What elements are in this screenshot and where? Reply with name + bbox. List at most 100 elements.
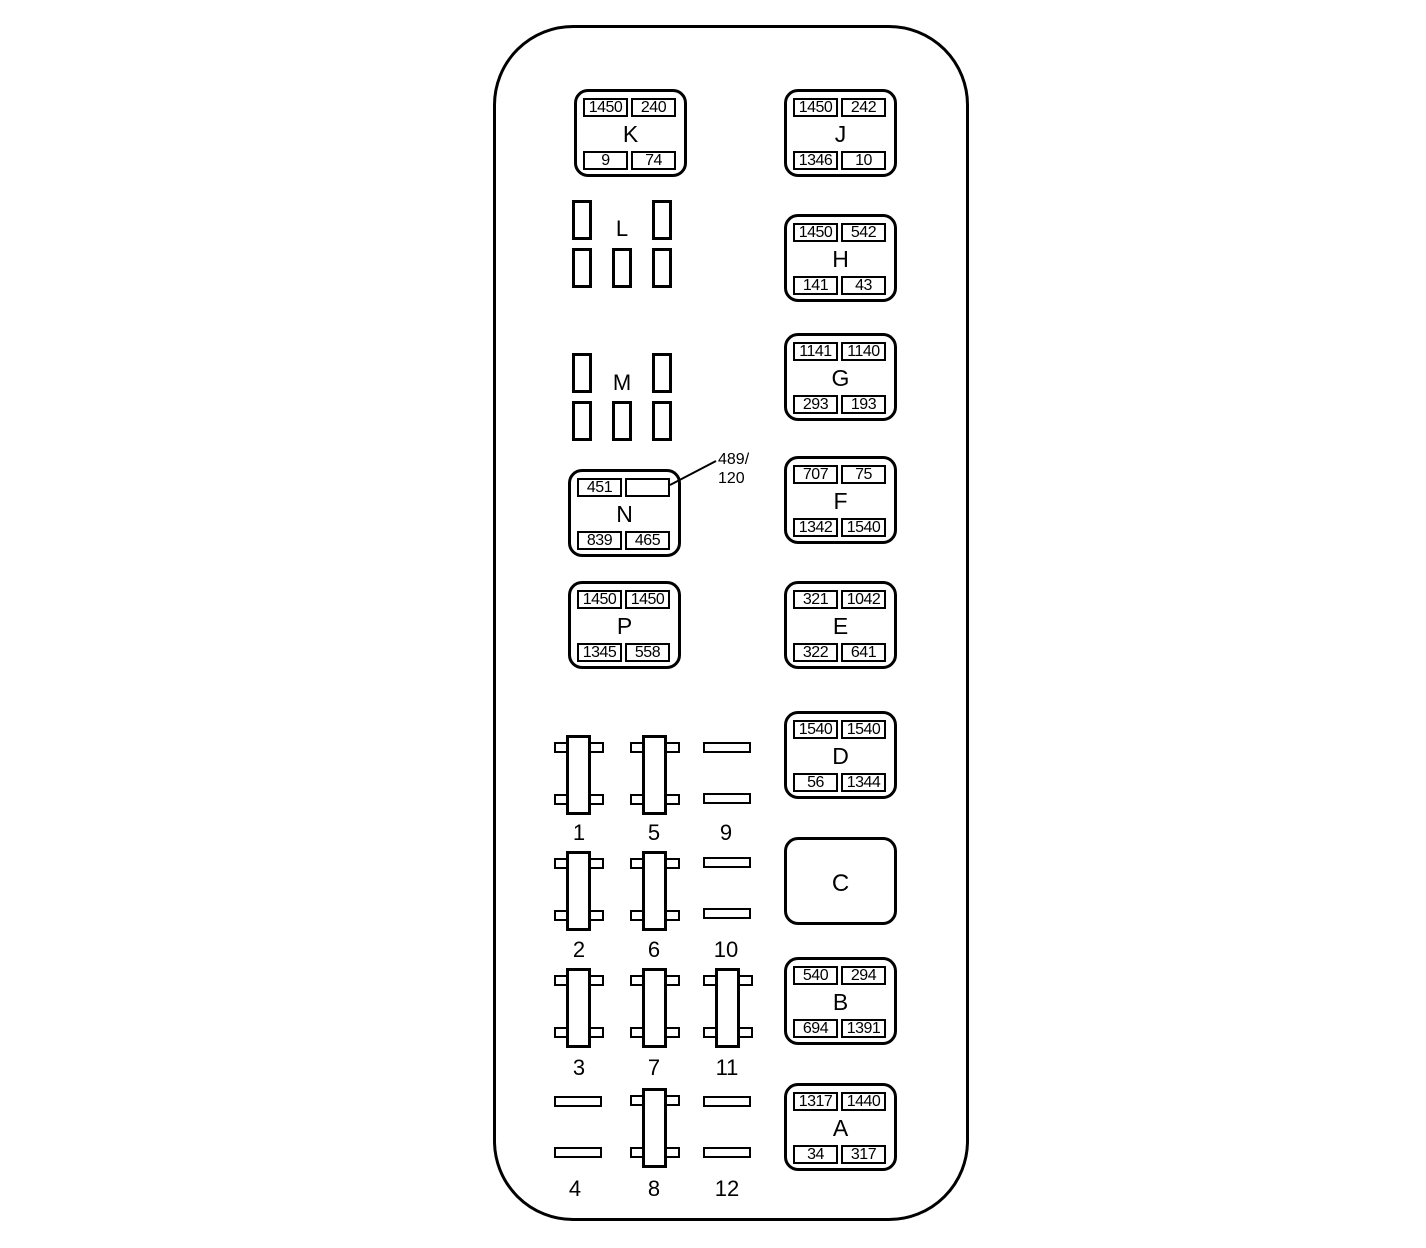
fuse-4-label: 4 [568, 1176, 582, 1201]
relay-g[interactable]: 1141 1140 G 293 193 [784, 333, 897, 421]
fuse-11[interactable] [703, 968, 753, 1048]
relay-h[interactable]: 1450 542 H 141 43 [784, 214, 897, 302]
relay-d-circuit-tr: 1540 [841, 720, 886, 739]
relay-n-circuit-bl: 839 [577, 531, 622, 550]
fuse-9-slot-bottom[interactable] [703, 793, 751, 804]
relay-b-circuit-bl: 694 [793, 1019, 838, 1038]
slot-l-2[interactable] [652, 200, 672, 240]
relay-f-label: F [833, 488, 848, 514]
fuse-8-label: 8 [647, 1176, 661, 1201]
relay-d-circuit-bl: 56 [793, 773, 838, 792]
relay-h-label: H [832, 246, 849, 272]
relay-a-label: A [832, 1115, 849, 1141]
relay-j-label: J [834, 121, 847, 147]
fuse-10-label: 10 [713, 937, 739, 962]
relay-a[interactable]: 1317 1440 A 34 317 [784, 1083, 897, 1171]
relay-h-circuit-bl: 141 [793, 276, 838, 295]
relay-k-label: K [622, 121, 639, 147]
relay-d-circuit-tl: 1540 [793, 720, 838, 739]
slot-l-4[interactable] [612, 248, 632, 288]
relay-f-circuit-br: 1540 [841, 518, 886, 537]
callout-circuit-label: 489/ 120 [718, 450, 749, 488]
relay-b-circuit-tr: 294 [841, 966, 886, 985]
fuse-6-label: 6 [647, 937, 661, 962]
relay-n-circuit-tr [625, 478, 670, 497]
relay-k-circuit-tl: 1450 [583, 98, 628, 117]
relay-a-circuit-bl: 34 [793, 1145, 838, 1164]
relay-n-circuit-br: 465 [625, 531, 670, 550]
relay-f-circuit-tl: 707 [793, 465, 838, 484]
relay-j[interactable]: 1450 242 J 1346 10 [784, 89, 897, 177]
fuse-3[interactable] [554, 968, 604, 1048]
slot-l-5[interactable] [652, 248, 672, 288]
relay-d[interactable]: 1540 1540 D 56 1344 [784, 711, 897, 799]
fuse-1[interactable] [554, 735, 604, 815]
fuse-2[interactable] [554, 851, 604, 931]
relay-p-circuit-tr: 1450 [625, 590, 670, 609]
relay-e[interactable]: 321 1042 E 322 641 [784, 581, 897, 669]
fuse-5-label: 5 [647, 820, 661, 845]
fuse-4-slot-top[interactable] [554, 1096, 602, 1107]
fuse-10-slot-top[interactable] [703, 857, 751, 868]
fuse-11-label: 11 [715, 1055, 739, 1080]
fuse-7-label: 7 [647, 1055, 661, 1080]
relay-g-circuit-tr: 1140 [841, 342, 886, 361]
relay-j-circuit-tr: 242 [841, 98, 886, 117]
slot-m-5[interactable] [652, 401, 672, 441]
relay-g-circuit-br: 193 [841, 395, 886, 414]
fuse-8[interactable] [630, 1088, 680, 1168]
slot-m-3[interactable] [572, 401, 592, 441]
relay-e-circuit-tr: 1042 [841, 590, 886, 609]
relay-j-circuit-br: 10 [841, 151, 886, 170]
relay-n-circuit-tl: 451 [577, 478, 622, 497]
fuse-block-outline [493, 25, 969, 1221]
relay-g-circuit-tl: 1141 [793, 342, 838, 361]
slot-m-2[interactable] [652, 353, 672, 393]
relay-d-circuit-br: 1344 [841, 773, 886, 792]
fuse-2-label: 2 [572, 937, 586, 962]
relay-g-circuit-bl: 293 [793, 395, 838, 414]
slot-m-1[interactable] [572, 353, 592, 393]
relay-d-label: D [832, 743, 849, 769]
relay-h-circuit-tl: 1450 [793, 223, 838, 242]
slot-l-3[interactable] [572, 248, 592, 288]
slot-m-4[interactable] [612, 401, 632, 441]
slot-l-1[interactable] [572, 200, 592, 240]
relay-p[interactable]: 1450 1450 P 1345 558 [568, 581, 681, 669]
fuse-10-slot-bottom[interactable] [703, 908, 751, 919]
relay-a-circuit-tl: 1317 [793, 1092, 838, 1111]
fuse-5[interactable] [630, 735, 680, 815]
relay-a-circuit-tr: 1440 [841, 1092, 886, 1111]
relay-k-circuit-tr: 240 [631, 98, 676, 117]
relay-b-circuit-tl: 540 [793, 966, 838, 985]
relay-n[interactable]: 451 N 839 465 [568, 469, 681, 557]
group-l-label: L [615, 216, 629, 241]
relay-p-label: P [616, 613, 633, 639]
fuse-3-label: 3 [572, 1055, 586, 1080]
fuse-7[interactable] [630, 968, 680, 1048]
relay-h-circuit-br: 43 [841, 276, 886, 295]
relay-b[interactable]: 540 294 B 694 1391 [784, 957, 897, 1045]
relay-k-circuit-br: 74 [631, 151, 676, 170]
relay-k[interactable]: 1450 240 K 9 74 [574, 89, 687, 177]
relay-b-circuit-br: 1391 [841, 1019, 886, 1038]
relay-f[interactable]: 707 75 F 1342 1540 [784, 456, 897, 544]
fuse-12-label: 12 [714, 1176, 740, 1201]
relay-j-circuit-tl: 1450 [793, 98, 838, 117]
fuse-4-slot-bottom[interactable] [554, 1147, 602, 1158]
fuse-6[interactable] [630, 851, 680, 931]
relay-a-circuit-br: 317 [841, 1145, 886, 1164]
group-m-label: M [612, 370, 632, 395]
fuse-9-slot-top[interactable] [703, 742, 751, 753]
relay-b-label: B [832, 989, 849, 1015]
relay-p-circuit-br: 558 [625, 643, 670, 662]
relay-g-label: G [831, 365, 850, 391]
relay-e-circuit-bl: 322 [793, 643, 838, 662]
relay-n-label: N [616, 501, 633, 527]
fuse-12-slot-bottom[interactable] [703, 1147, 751, 1158]
relay-c[interactable]: C [784, 837, 897, 925]
fuse-12-slot-top[interactable] [703, 1096, 751, 1107]
relay-e-label: E [832, 613, 849, 639]
relay-h-circuit-tr: 542 [841, 223, 886, 242]
relay-p-circuit-bl: 1345 [577, 643, 622, 662]
